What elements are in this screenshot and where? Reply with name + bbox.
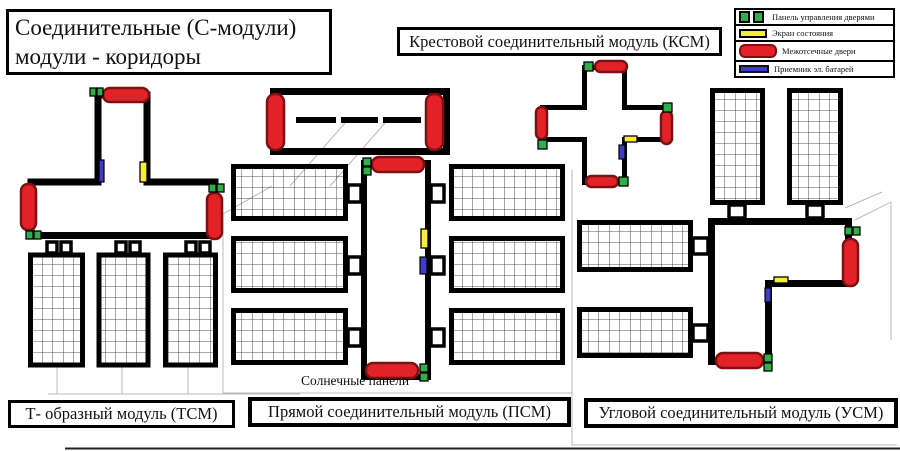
psm-door-bottom [364, 361, 420, 380]
psm-solar-panel [449, 164, 565, 221]
label-usm: Угловой соединительный модуль (УСМ) [584, 398, 898, 428]
door-control-panel-icon [753, 11, 764, 23]
psm-battery-receiver-icon [419, 256, 428, 275]
tsm-stub [114, 240, 128, 255]
psm-solar-panel [231, 164, 348, 221]
legend-row-battery: Приемник эл. батарей [734, 60, 895, 78]
usm-door-panel-icon [763, 353, 773, 363]
tsm-door-panel-icon [208, 183, 217, 193]
title-line-1: Соединительные (С-модули) [15, 15, 297, 40]
tsm-door-panel-icon [216, 183, 225, 193]
door-control-panel-icon [739, 11, 750, 23]
legend-label: Приемник эл. батарей [774, 64, 854, 74]
usm-door-panel-icon [763, 362, 773, 372]
tsm-door-left [19, 182, 38, 232]
ksm-door-panel-icon [618, 176, 629, 187]
usm-solar-panel [787, 88, 843, 205]
side-view-door-left [265, 92, 286, 152]
intercompartment-door-icon [739, 44, 777, 58]
tsm-status-screen-icon [139, 161, 148, 183]
usm-door-panel-icon [852, 226, 861, 236]
tsm-crossbar-walls [27, 178, 219, 239]
tsm-door-panel-icon [89, 87, 97, 97]
psm-solar-panel [231, 236, 348, 293]
psm-stub [429, 183, 446, 204]
ksm-door-panel-icon [537, 139, 548, 150]
legend-label: Межотсечные двери [782, 46, 856, 56]
usm-solar-panel [710, 88, 765, 205]
tsm-door-panel-icon [25, 230, 34, 240]
legend-row-doors: Межотсечные двери [734, 40, 895, 62]
tsm-door-top [101, 86, 151, 104]
psm-stub [346, 327, 363, 348]
tsm-door-panel-icon [33, 230, 42, 240]
page-title: Соединительные (С-модули) модули - корид… [6, 9, 332, 75]
psm-door-panel-icon [419, 372, 429, 382]
side-view-door-right [424, 92, 445, 152]
psm-stub [346, 183, 363, 204]
psm-stub [429, 327, 446, 348]
tsm-door-panel-icon [96, 87, 104, 97]
legend: Панель управления дверями Экран состояни… [734, 8, 895, 78]
tsm-solar-panel [96, 252, 151, 368]
module-psm [231, 155, 565, 382]
usm-stub [691, 236, 710, 256]
tsm-stub [128, 240, 142, 255]
ksm-status-screen-icon [623, 135, 638, 143]
label-ksm: Крестовой соединительный модуль (КСМ) [397, 27, 722, 56]
psm-solar-panel [449, 236, 565, 293]
psm-stub [429, 255, 446, 276]
ksm-door-panel-icon [583, 61, 594, 72]
battery-receiver-icon [739, 65, 769, 73]
corridor-side-view [265, 88, 450, 155]
psm-door-panel-icon [419, 363, 429, 373]
psm-status-screen-icon [420, 228, 429, 249]
ksm-door-top [593, 59, 629, 74]
solar-panels-caption: Солнечные панели [301, 373, 410, 388]
usm-door-panel-icon [844, 226, 853, 236]
usm-status-screen-icon [773, 276, 789, 284]
tsm-solar-panel [163, 252, 218, 368]
tsm-stub [45, 240, 59, 255]
usm-solar-panel [577, 220, 693, 272]
usm-door-right [841, 237, 860, 288]
psm-stub [346, 255, 363, 276]
module-ksm [534, 59, 674, 189]
ksm-door-bottom [584, 174, 620, 189]
psm-door-panel-icon [362, 166, 372, 176]
label-psm: Прямой соединительный модуль (ПСМ) [248, 397, 571, 427]
ksm-door-right [659, 109, 674, 146]
status-screen-icon [739, 28, 767, 38]
tsm-battery-receiver-icon [98, 159, 105, 183]
tsm-door-right [205, 191, 224, 241]
ksm-battery-receiver-icon [618, 144, 626, 160]
ksm-door-panel-icon [662, 102, 673, 113]
module-usm [577, 88, 861, 372]
label-tsm: Т- образный модуль (ТСМ) [8, 400, 235, 428]
title-line-2: модули - коридоры [15, 43, 201, 69]
tsm-stub [198, 240, 212, 255]
psm-solar-panel [449, 308, 565, 365]
usm-stub [727, 203, 747, 220]
psm-solar-panel [231, 308, 348, 365]
psm-door-top [370, 155, 426, 174]
tsm-stub [184, 240, 198, 255]
legend-label: Экран состояния [772, 28, 834, 38]
psm-corridor-walls [361, 160, 431, 380]
usm-stub [691, 323, 710, 343]
ksm-door-left [534, 105, 549, 141]
usm-corridor-walls [708, 218, 852, 365]
usm-door-bottom [714, 351, 765, 370]
usm-solar-panel [577, 307, 693, 358]
usm-stub [805, 203, 825, 220]
construction-lines [48, 122, 900, 450]
module-tsm [19, 86, 225, 368]
tsm-stub [59, 240, 73, 255]
tsm-solar-panel [28, 252, 85, 368]
usm-battery-receiver-icon [764, 287, 772, 303]
legend-label: Панель управления дверями [772, 12, 875, 22]
psm-door-panel-icon [362, 157, 372, 167]
